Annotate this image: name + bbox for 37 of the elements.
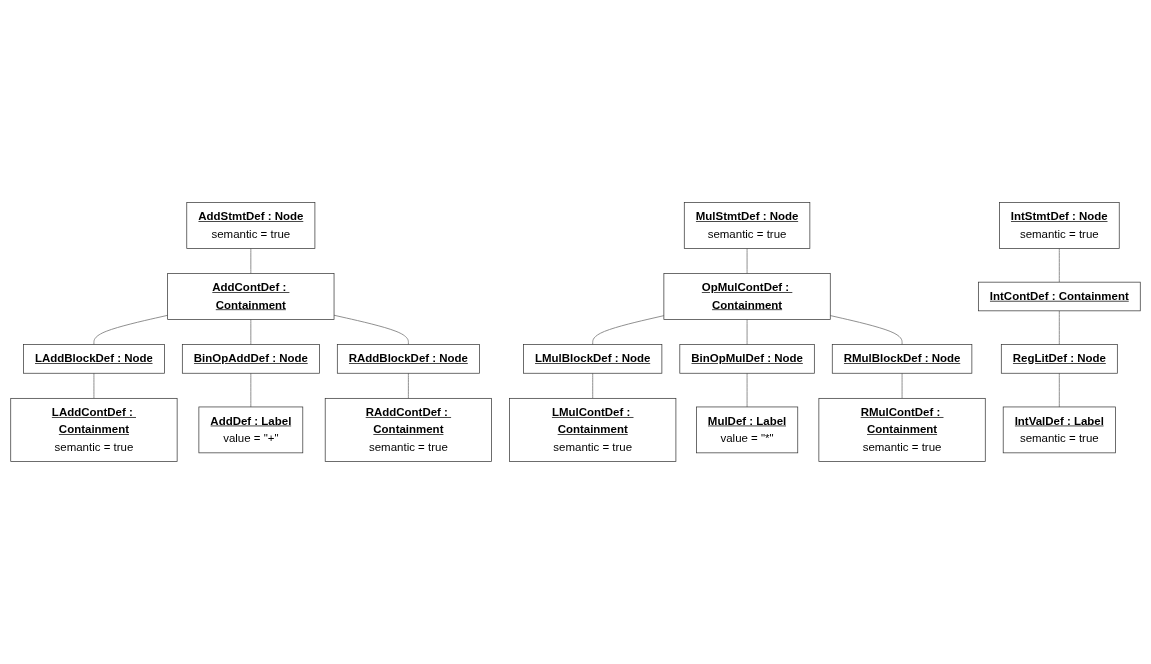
node-box: BinOpMulDef : Node — [679, 344, 815, 374]
connector — [746, 247, 748, 274]
connector — [250, 372, 252, 408]
connector — [829, 315, 903, 345]
node-box: RAddContDef : Containment semantic = true — [324, 397, 492, 462]
node-box: MulStmtDef : Node semantic = true — [683, 202, 811, 249]
connector — [407, 372, 409, 399]
node-box: IntContDef : Containment — [978, 281, 1141, 312]
connector — [746, 319, 748, 345]
node-box: AddStmtDef : Node semantic = true — [186, 202, 316, 249]
connector — [333, 314, 409, 345]
connector — [250, 319, 252, 345]
node-box: IntStmtDef : Node semantic = true — [999, 202, 1120, 249]
node-box: LAddBlockDef : Node — [23, 344, 165, 374]
node-box: RMulBlockDef : Node — [831, 344, 973, 374]
connector — [1058, 310, 1060, 345]
connector — [592, 372, 594, 399]
node-box: LMulBlockDef : Node — [523, 344, 663, 374]
connector — [746, 372, 748, 408]
connector — [93, 314, 169, 345]
node-box: MulDef : Label value = "*" — [696, 406, 799, 454]
node-box: BinOpAddDef : Node — [181, 344, 320, 374]
connector — [901, 372, 903, 399]
node-box: LAddContDef : Containment semantic = true — [10, 397, 178, 462]
connector — [1058, 372, 1060, 408]
connector — [1058, 247, 1060, 283]
connector — [592, 315, 665, 345]
node-box: AddContDef : Containment — [167, 273, 335, 320]
connector — [250, 247, 252, 274]
node-box: RMulContDef : Containment semantic = true — [818, 397, 986, 462]
node-box: AddDef : Label value = "+" — [198, 406, 304, 454]
connector — [93, 372, 95, 399]
node-box: LMulContDef : Containment semantic = true — [509, 397, 677, 462]
node-box: RegLitDef : Node — [1000, 344, 1118, 374]
node-box: RAddBlockDef : Node — [336, 344, 480, 374]
node-box: IntValDef : Label semantic = true — [1002, 406, 1116, 454]
node-box: OpMulContDef : Containment — [663, 273, 831, 320]
